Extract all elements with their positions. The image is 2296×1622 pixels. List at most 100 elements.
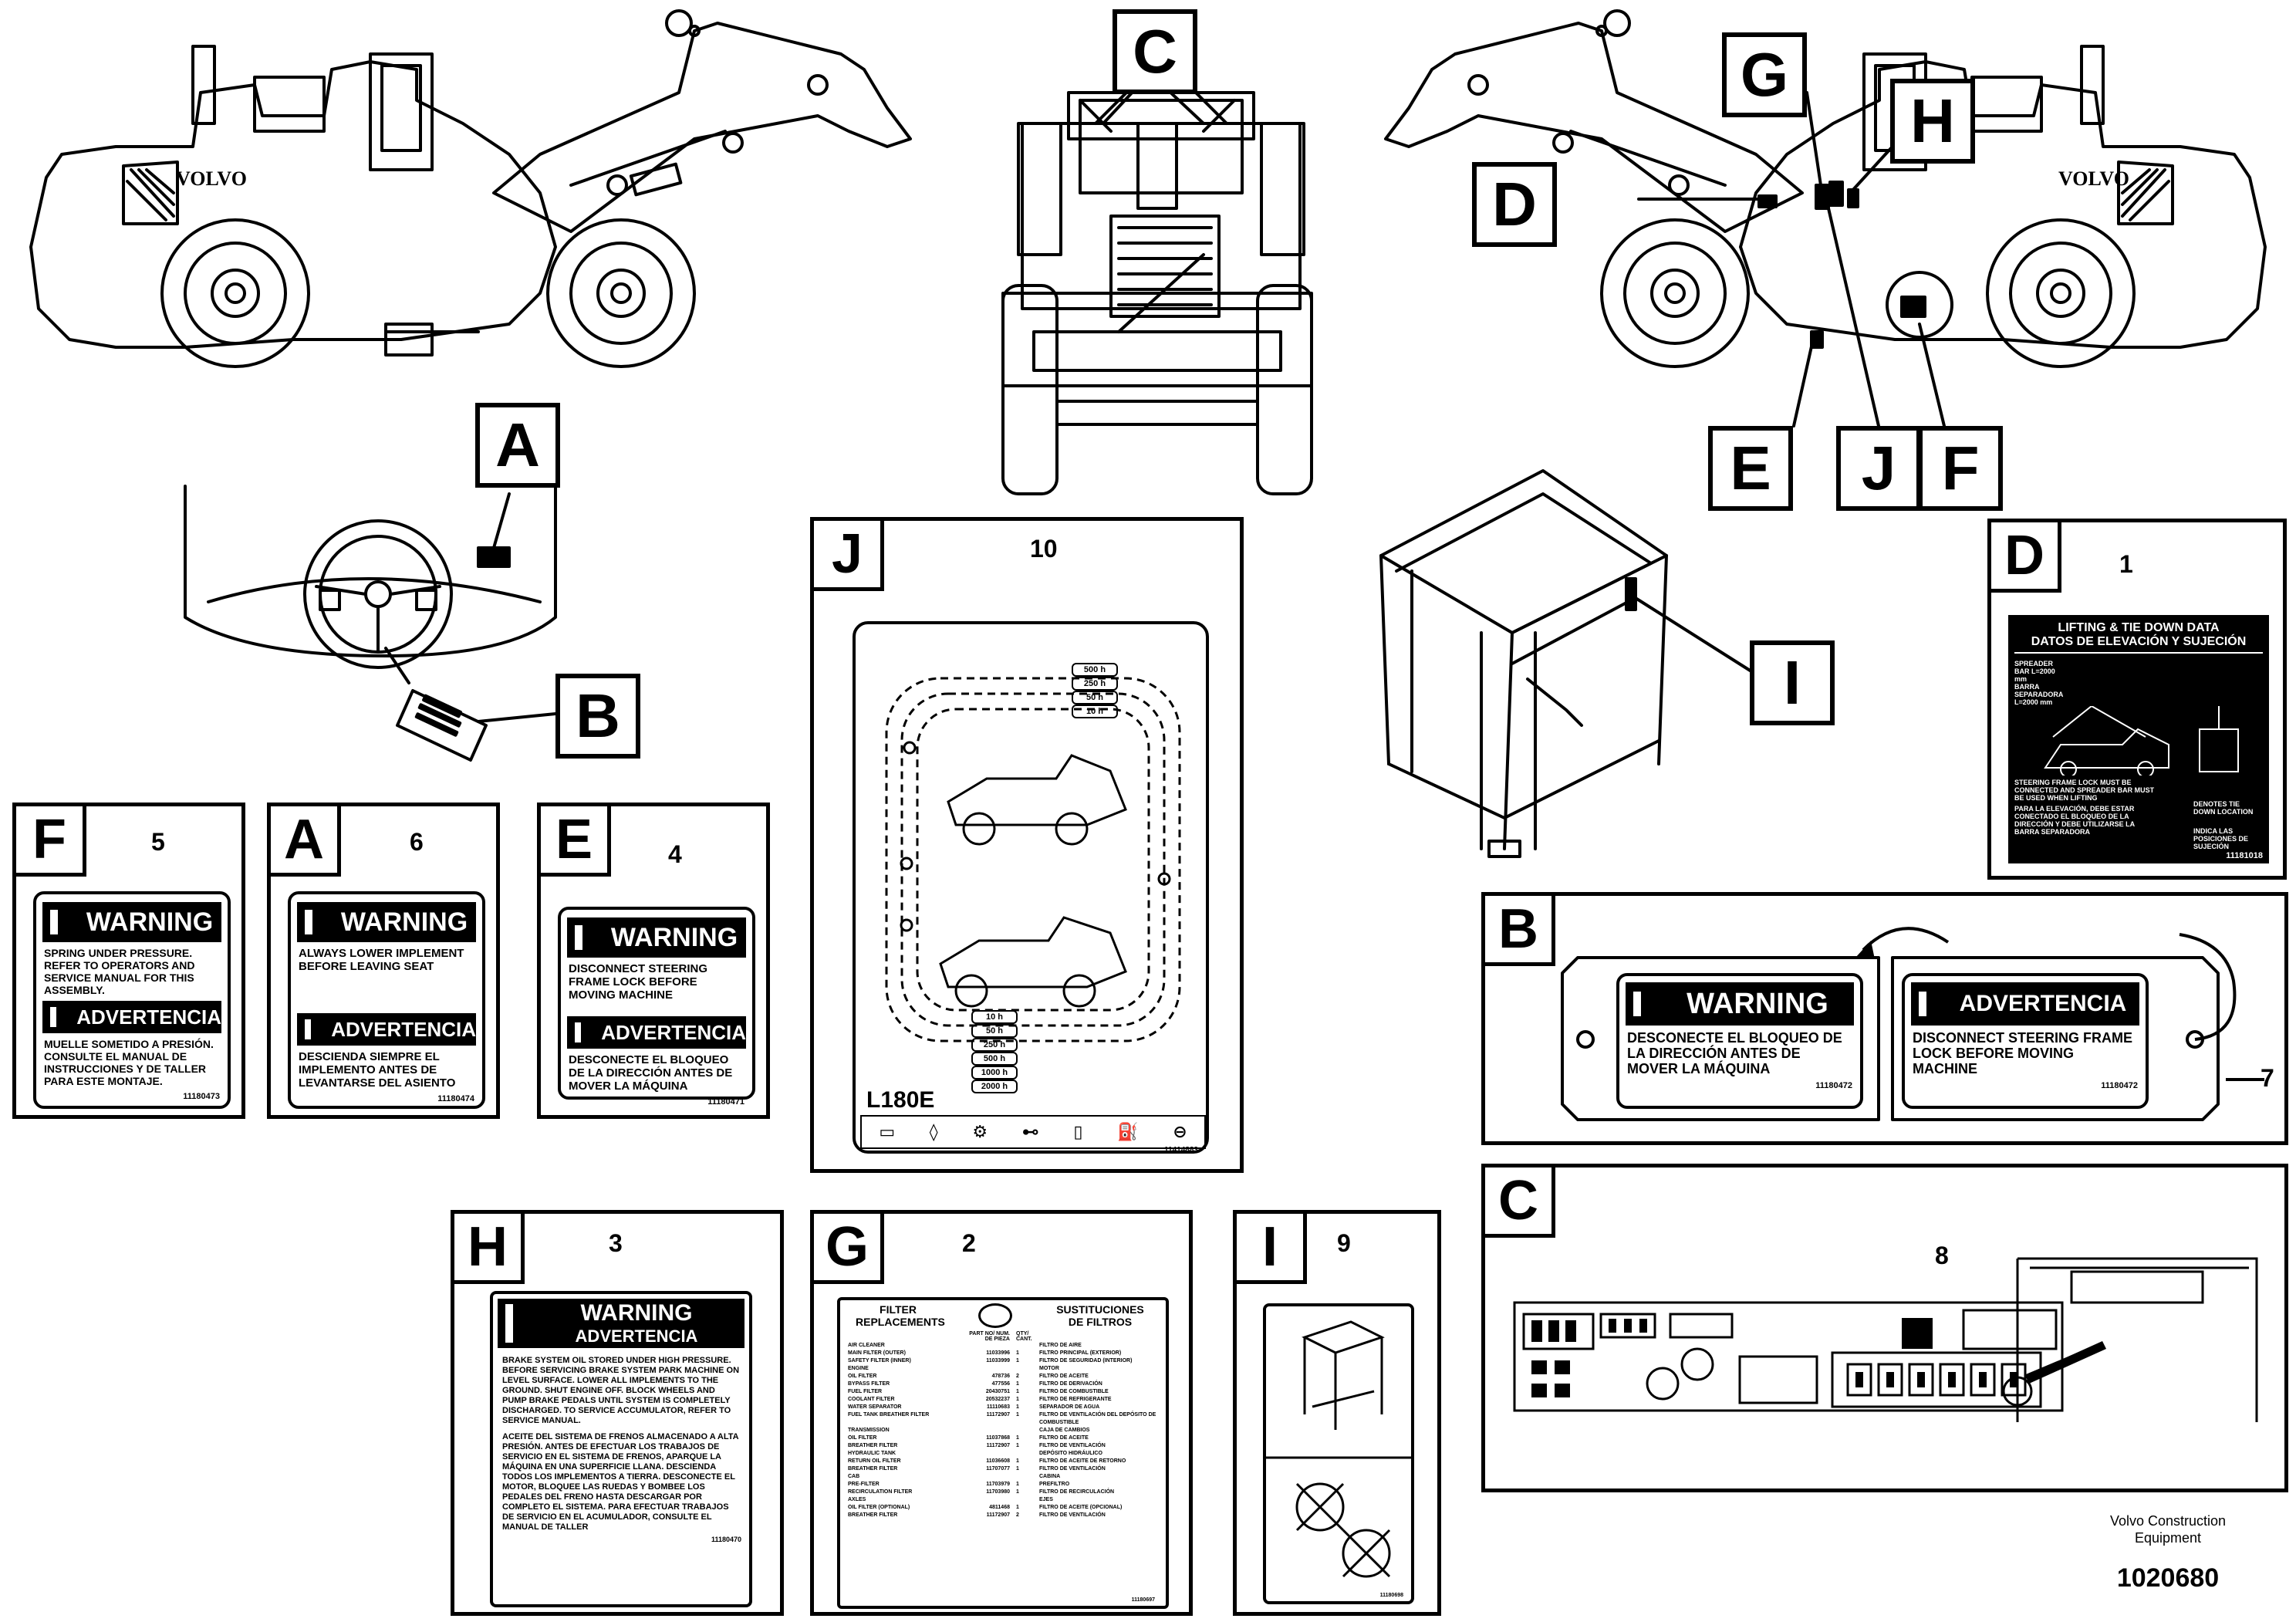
warning-decal: WARNING ALWAYS LOWER IMPLEMENT BEFORE LE… (288, 891, 485, 1109)
warning-header: WARNING (340, 907, 468, 937)
quantity: 1 (1016, 1397, 1019, 1402)
part-number (964, 1342, 1010, 1350)
warning-decal: WARNING DISCONNECT STEERING FRAME LOCK B… (558, 907, 755, 1107)
part-number (964, 1450, 1010, 1458)
quantity: 1 (1016, 1435, 1019, 1441)
lifting-title-en: LIFTING & TIE DOWN DATA (2058, 621, 2220, 634)
brand-logo-right: VOLVO (2058, 167, 2129, 190)
loader-right-view (1384, 9, 2267, 368)
panel-letter: I (1233, 1210, 1307, 1284)
panel-g: G 2 FILTER REPLACEMENTS SUSTITUCIONES DE… (810, 1210, 1193, 1616)
warning-text: SPRING UNDER PRESSURE. REFER TO OPERATOR… (44, 947, 195, 996)
spreader-label: SPREADER BAR L=2000 mm (2014, 660, 2055, 683)
panel-e: E 4 WARNING DISCONNECT STEERING FRAME LO… (537, 803, 770, 1119)
tag-right-decal: ADVERTENCIA DISCONNECT STEERING FRAME LO… (1902, 973, 2149, 1109)
hours-label: 250 h (1072, 677, 1118, 691)
filter-name: FUEL TANK BREATHER FILTER (848, 1412, 930, 1418)
panel-h: H 3 WARNING ADVERTENCIA BRAKE SYSTEM OIL… (451, 1210, 784, 1616)
quantity: 1 (1016, 1458, 1019, 1464)
quantity: 1 (1016, 1381, 1019, 1387)
filter-table-row: HYDRAULIC TANK DEPÓSITO HIDRÁULICO (848, 1450, 1158, 1458)
oil-can-icon: ▯ (1073, 1122, 1083, 1142)
decal-code: 11180470 (711, 1536, 741, 1543)
filter-name-es: FILTRO DE ACEITE (OPCIONAL) (1039, 1505, 1123, 1510)
exclamation-icon (505, 1304, 513, 1343)
panel-letter: A (267, 803, 341, 877)
filter-name: CAB (848, 1474, 860, 1479)
filter-name: OIL FILTER (848, 1374, 877, 1379)
loader-left-view (29, 9, 912, 368)
part-number: 20430751 (985, 1389, 1010, 1394)
filter-name-es: CAJA DE CAMBIOS (1039, 1428, 1090, 1433)
advertencia-header: ADVERTENCIA (331, 1017, 476, 1041)
panel-f: F 5 WARNING SPRING UNDER PRESSURE. REFER… (12, 803, 245, 1119)
coolant-icon: ⊖ (1173, 1122, 1187, 1142)
item-number: 7 (2261, 1064, 2274, 1092)
quantity: 1 (1016, 1505, 1019, 1510)
hours-label: 50 h (971, 1024, 1018, 1038)
part-number: 11707077 (986, 1466, 1010, 1472)
lifting-text-es: PARA LA ELEVACIÓN, DEBE ESTAR CONECTADO … (2014, 805, 2135, 836)
advertencia-header: ADVERTENCIA (76, 1005, 221, 1029)
panel-letter: H (451, 1210, 525, 1284)
brand-logo-left: VOLVO (176, 167, 247, 190)
filter-name: SAFETY FILTER (INNER) (848, 1358, 911, 1363)
hours-label: 500 h (971, 1052, 1018, 1066)
part-number: 11172907 (986, 1443, 1010, 1448)
gear-icon: ⚙ (972, 1122, 988, 1142)
part-number: 20532237 (985, 1397, 1010, 1402)
exclamation-icon (575, 925, 582, 950)
decal-code: 11180472 (1815, 1081, 1852, 1090)
panel-letter: D (1987, 519, 2061, 593)
publisher-line1: Volvo Construction (2109, 1513, 2227, 1529)
item-number: 4 (668, 840, 682, 868)
filter-name-es: FILTRO DE DERIVACIÓN (1039, 1381, 1102, 1387)
model-label: L180E (866, 1087, 935, 1113)
filter-name-es: FILTRO DE VENTILACIÓN (1039, 1443, 1106, 1448)
tag-left-text: DESCONECTE EL BLOQUEO DE LA DIRECCIÓN AN… (1627, 1030, 1842, 1076)
barra-label: BARRA SEPARADORA L=2000 mm (2014, 683, 2064, 706)
panel-c: C 8 (1481, 1164, 2288, 1492)
publisher-line2: Equipment (2134, 1530, 2202, 1546)
part-number: 4811468 (989, 1505, 1010, 1510)
callout-d: D (1472, 162, 1557, 247)
tag-diagram (1561, 927, 2264, 1121)
oil-drop-icon: ◊ (929, 1122, 938, 1142)
part-number (964, 1496, 1010, 1504)
publisher-label: Volvo Construction Equipment (2068, 1512, 2268, 1546)
hours-label: 500 h (1072, 663, 1118, 677)
quantity: 1 (1016, 1466, 1019, 1472)
warning-text: ALWAYS LOWER IMPLEMENT BEFORE LEAVING SE… (299, 947, 464, 973)
part-number (964, 1427, 1010, 1434)
grease-icon: ⊷ (1021, 1122, 1039, 1142)
filter-name: HYDRAULIC TANK (848, 1451, 896, 1456)
exclamation-icon (50, 1007, 57, 1027)
filter-name: BYPASS FILTER (848, 1381, 890, 1387)
item-number: 9 (1337, 1229, 1351, 1257)
quantity: 1 (1016, 1482, 1019, 1487)
decal-code: 11180474 (437, 1094, 474, 1103)
hours-label: 10 h (971, 1010, 1018, 1024)
callout-h: H (1890, 79, 1975, 164)
indica-text: INDICA LAS POSICIONES DE SUJECIÓN (2193, 827, 2249, 850)
tag-right-header: ADVERTENCIA (1959, 991, 2127, 1016)
tag-right-text: DISCONNECT STEERING FRAME LOCK BEFORE MO… (1913, 1030, 2133, 1076)
hours-top-list: 500 h 250 h 50 h 10 h (1072, 663, 1118, 718)
filter-name: BREATHER FILTER (848, 1512, 898, 1518)
advertencia-text: MUELLE SOMETIDO A PRESIÓN. CONSULTE EL M… (44, 1038, 214, 1087)
callout-c: C (1113, 9, 1197, 94)
filter-name-es: MOTOR (1039, 1366, 1059, 1371)
lifting-decal: LIFTING & TIE DOWN DATA DATOS DE ELEVACI… (2008, 615, 2269, 863)
filter-name-es: DEPÓSITO HIDRÁULICO (1039, 1451, 1102, 1456)
filter-name: OIL FILTER (848, 1435, 877, 1441)
part-number: 11172907 (986, 1512, 1010, 1518)
quantity (1010, 1365, 1039, 1373)
rops-symbol-diagram (1266, 1320, 1411, 1578)
item-number: 6 (410, 828, 424, 856)
